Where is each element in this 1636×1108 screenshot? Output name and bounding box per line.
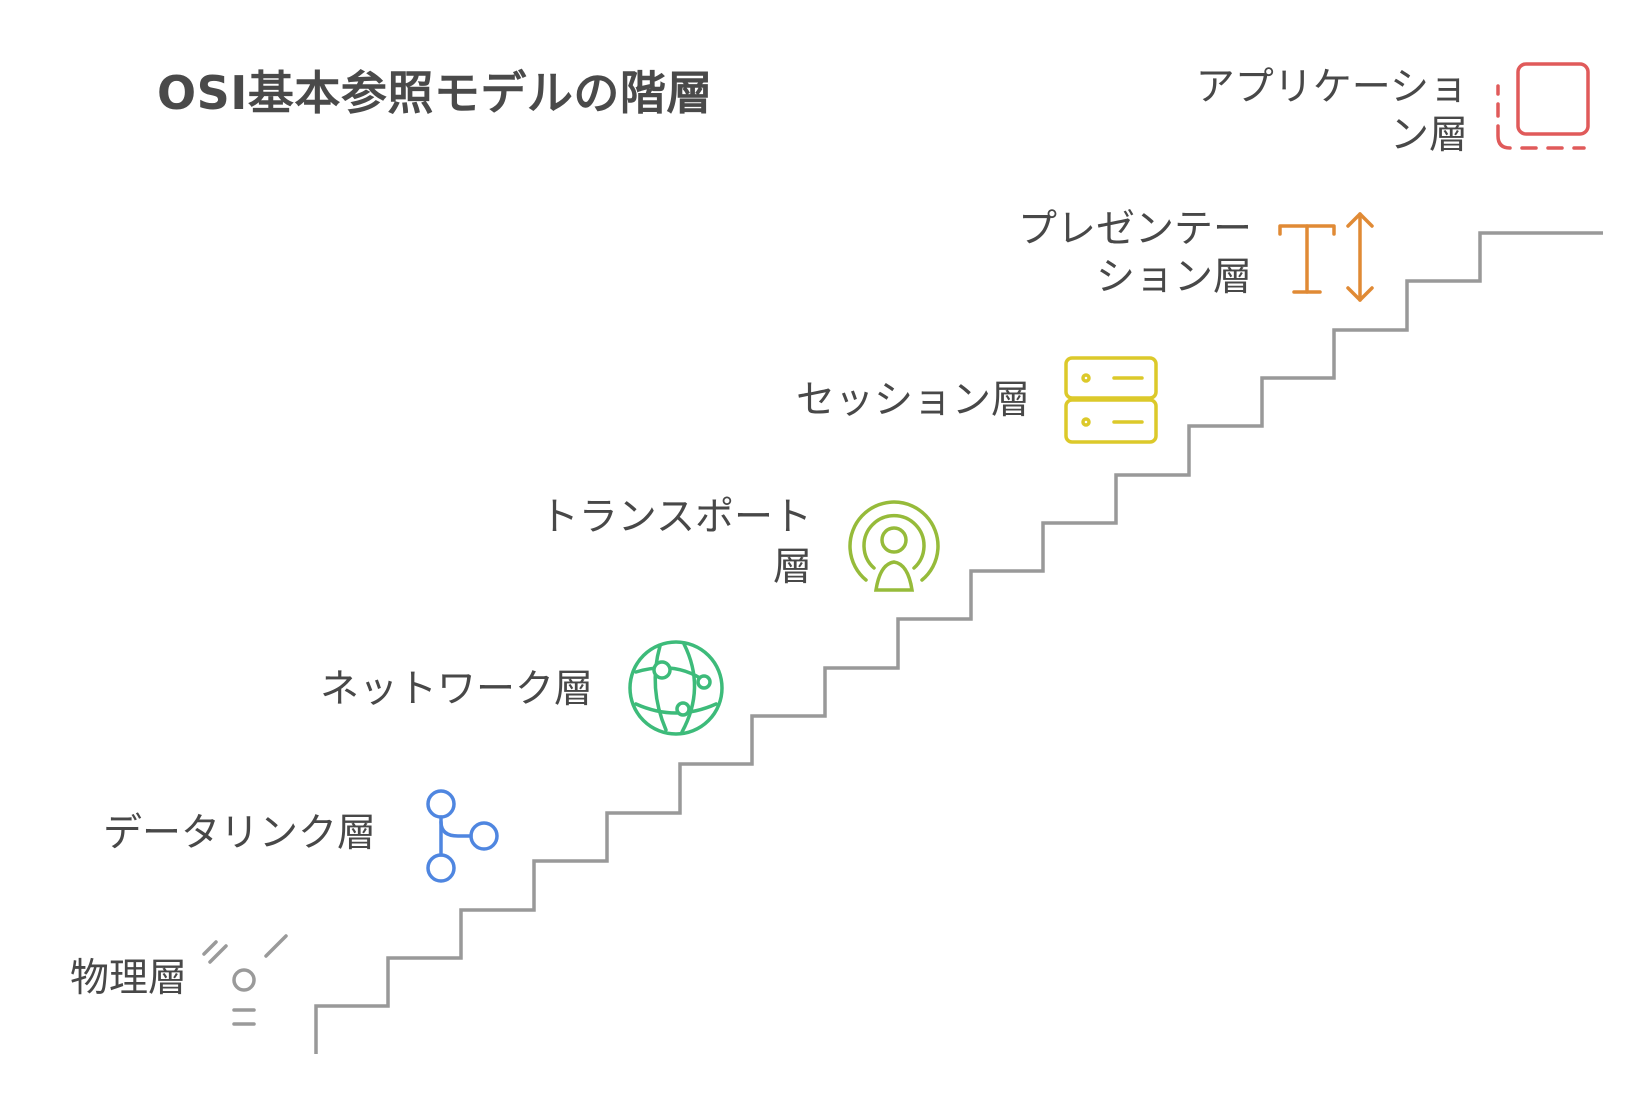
layer-datalink-label: データリンク層 (103, 811, 377, 856)
layer-transport-label-line1: トランスポート (539, 495, 812, 540)
branch-link-icon (426, 789, 499, 883)
server-stack-icon (1064, 356, 1158, 444)
diagram-title: OSI基本参照モデルの階層 (157, 66, 713, 120)
layer-physical-label: 物理層 (70, 956, 188, 1001)
text-resize-icon (1278, 212, 1374, 302)
network-globe-icon (628, 640, 724, 736)
layer-transport-label-line2: 層 (772, 545, 812, 590)
staircase-line (314, 231, 1603, 1054)
noise-signal-icon (202, 934, 288, 1026)
app-window-icon (1496, 62, 1590, 150)
layer-network-label: ネットワーク層 (320, 667, 594, 712)
layer-application-label-line1: アプリケーショ (1195, 65, 1468, 110)
broadcast-person-icon (848, 500, 940, 592)
layer-presentation-label-line1: プレゼンテー (1017, 207, 1252, 252)
layer-presentation-label-line2: ション層 (1095, 255, 1252, 300)
layer-session-label: セッション層 (796, 378, 1031, 423)
layer-application-label-line2: ン層 (1389, 113, 1468, 158)
